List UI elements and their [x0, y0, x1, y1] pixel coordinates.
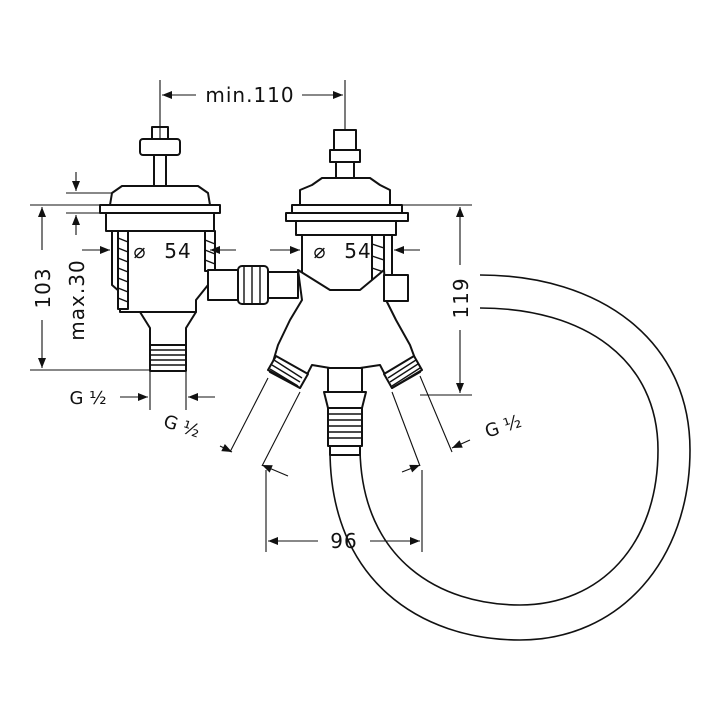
label-96: 96 — [330, 529, 357, 553]
label-min-110: min.110 — [205, 83, 294, 107]
dimension-diameter-left: ⌀ 54 — [82, 239, 236, 263]
hose — [329, 274, 691, 641]
label-103: 103 — [31, 267, 55, 308]
dimension-diameter-right: ⌀ 54 — [270, 239, 420, 263]
dimension-119: 119 — [402, 204, 473, 396]
dimension-103: 103 — [30, 204, 150, 371]
dimension-thread-outlet-right: G ½ — [391, 375, 524, 473]
diameter-symbol-right: ⌀ — [313, 239, 326, 263]
right-valve — [267, 129, 423, 456]
diameter-symbol-left: ⌀ — [133, 239, 146, 263]
outlet-right-thread — [383, 355, 423, 389]
dimension-96: 96 — [265, 470, 423, 553]
label-max-30: max.30 — [65, 259, 89, 340]
dimension-max-30: max.30 — [65, 172, 112, 341]
dimension-thread-left: G ½ — [69, 372, 215, 410]
label-thread-outlet-right: G ½ — [482, 411, 524, 442]
label-thread-left: G ½ — [69, 388, 106, 409]
dimension-thread-outlet-left: G ½ — [161, 377, 301, 477]
label-diameter-right: 54 — [344, 239, 371, 263]
dimension-min-110: min.110 — [159, 80, 346, 140]
left-valve — [99, 126, 299, 372]
label-thread-outlet-left: G ½ — [161, 411, 203, 442]
outlet-left-thread — [267, 355, 309, 389]
label-diameter-left: 54 — [164, 239, 191, 263]
label-119: 119 — [449, 277, 473, 318]
